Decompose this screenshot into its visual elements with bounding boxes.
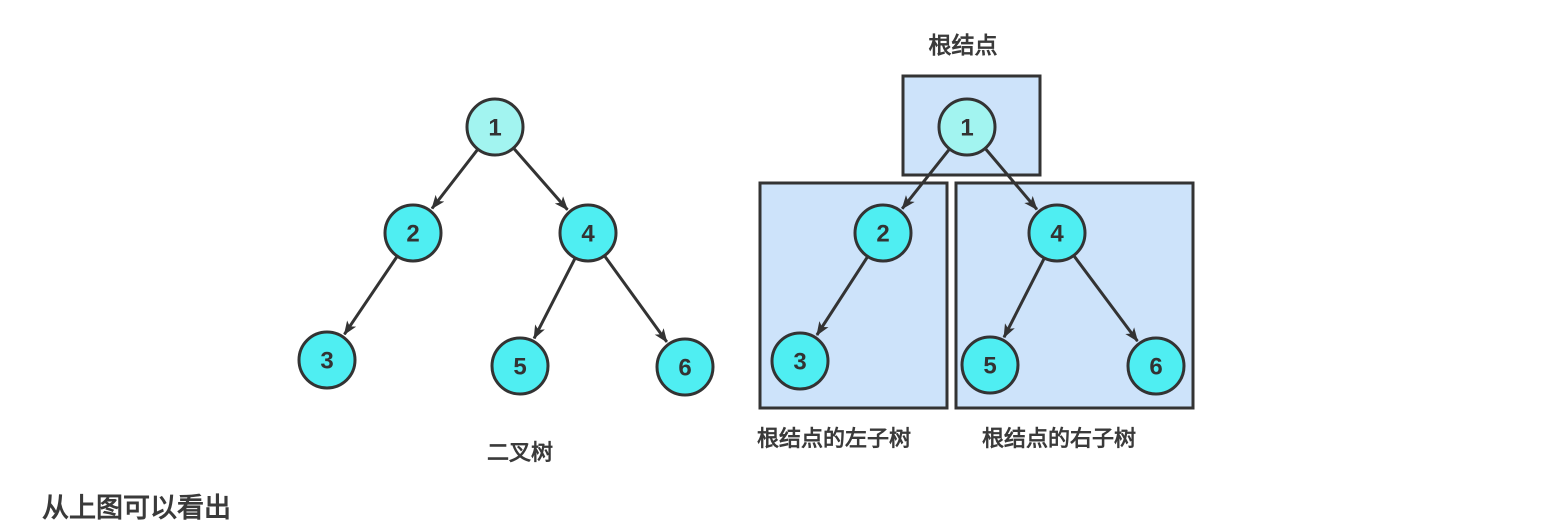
edge-1-2 (901, 148, 951, 210)
node-2-label: 2 (876, 221, 889, 248)
edge-4-6 (603, 255, 669, 343)
node-1-circle (937, 97, 997, 157)
node-1-label: 1 (488, 115, 501, 142)
node-1-label: 1 (960, 115, 973, 142)
node-4-circle (558, 203, 618, 263)
edge-2-3 (815, 256, 869, 336)
node-6-label: 6 (1149, 354, 1162, 381)
node-5-circle (490, 336, 550, 396)
node-6-circle (1126, 336, 1186, 396)
diagram-stage: 1 2 4 3 5 6 1 2 (42, 32, 1195, 523)
node-4-label: 4 (1050, 221, 1064, 248)
node-5-label: 5 (983, 353, 996, 380)
node-4-label: 4 (581, 221, 595, 248)
node-2-label: 2 (406, 221, 419, 248)
right-subtree-caption: 根结点的右子树 (982, 426, 1137, 451)
edge-1-4 (512, 147, 569, 211)
edge-4-5 (532, 258, 577, 340)
diagram-canvas: 1 2 4 3 5 6 1 2 (297, 74, 1195, 410)
node-6-circle (655, 337, 715, 397)
node-4-circle (1027, 203, 1087, 263)
node-5-label: 5 (513, 354, 526, 381)
node-5-circle (960, 335, 1020, 395)
clipped-bottom-text: 从上图可以看出 (42, 493, 231, 523)
node-3-label: 3 (793, 349, 806, 376)
node-3-label: 3 (320, 348, 333, 375)
node-2-circle (383, 203, 443, 263)
binary-tree-caption: 二叉树 (486, 440, 554, 465)
binary-tree-diagram: 1 2 4 3 5 6 (297, 97, 715, 397)
node-2-circle (853, 203, 913, 263)
node-6-label: 6 (678, 355, 691, 382)
node-1-circle (465, 97, 525, 157)
edge-1-2 (430, 148, 479, 210)
edge-4-6 (1073, 255, 1139, 342)
left-subtree-caption: 根结点的左子树 (757, 426, 912, 451)
edge-1-4 (984, 148, 1039, 211)
node-3-circle (770, 331, 830, 391)
root-node-caption: 根结点 (928, 32, 998, 58)
subtree-diagram: 1 2 4 3 5 6 (758, 74, 1195, 410)
node-3-circle (297, 330, 357, 390)
edge-2-3 (343, 256, 398, 336)
edge-4-5 (1002, 258, 1046, 339)
